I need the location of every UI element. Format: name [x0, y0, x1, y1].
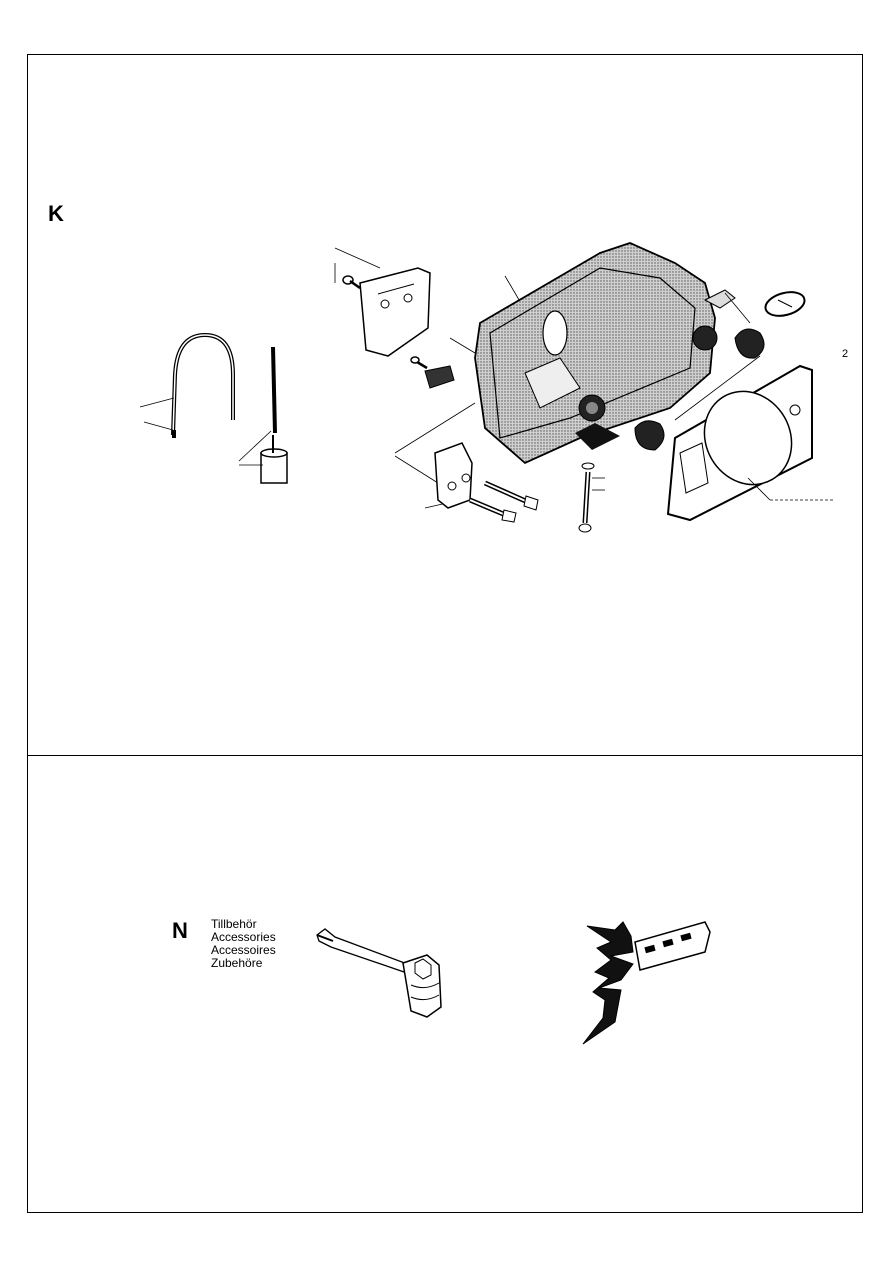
accessories-label-en: Accessories — [211, 930, 276, 944]
callout-number: 2 — [842, 348, 849, 360]
accessories-label-de: Zubehöre — [211, 956, 263, 970]
bumper-spike-illustration — [582, 921, 711, 1045]
accessories-label-fr: Accessoires — [211, 943, 276, 957]
accessories-label-sv: Tillbehör — [211, 917, 257, 931]
combination-wrench-illustration — [316, 928, 442, 1018]
section-n-label: N — [172, 918, 188, 943]
crankcase-exploded-view — [334, 242, 835, 533]
page-frame — [27, 54, 863, 1213]
pin-cylinder-illustration — [238, 346, 288, 484]
section-divider — [27, 755, 863, 756]
accessories-heading: Tillbehör Accessories Accessoires Zubehö… — [211, 918, 276, 970]
u-wire-illustration — [139, 332, 235, 438]
section-k-label: K — [48, 201, 64, 226]
